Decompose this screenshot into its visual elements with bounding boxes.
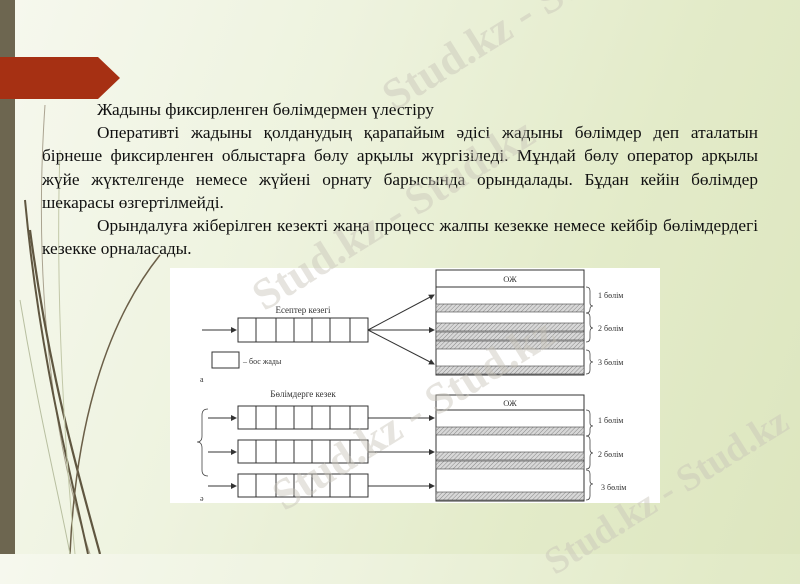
free-memory-legend-label: – бос жады (242, 357, 282, 366)
paragraph-1: Оперативті жадыны қолданудың қарапайым ә… (42, 123, 758, 212)
memory-partition-diagram: Есептер кезегі – бос жады а ОЖ 1 бөлім 2… (170, 268, 660, 503)
part-b-marker: ә (200, 494, 204, 503)
paragraph-2: Орындалуға жіберілген кезекті жаңа проце… (42, 216, 758, 259)
free-memory-legend-box (211, 351, 240, 369)
slide-title: Жадыны фиксирленген бөлімдермен үлестіру (97, 100, 434, 119)
slide-text: Жадыны фиксирленген бөлімдермен үлестіру… (42, 98, 758, 260)
part-a-partition-1: 1 бөлім (598, 291, 623, 300)
part-b-queue-label: Бөлімдерге кезек (270, 389, 336, 399)
part-b-brace (196, 408, 209, 477)
left-decor-strip (0, 0, 15, 554)
part-b-memory (435, 394, 594, 502)
part-a-memory-header: ОЖ (503, 274, 517, 284)
part-b-partition-3: 3 бөлім (601, 483, 626, 492)
part-a-partition-2: 2 бөлім (598, 324, 623, 333)
part-b-partition-2: 2 бөлім (598, 450, 623, 459)
part-a-partition-3: 3 бөлім (598, 358, 623, 367)
part-a-marker: а (200, 375, 204, 384)
part-a-memory (435, 269, 594, 376)
part-b-memory-header: ОЖ (503, 398, 517, 408)
title-banner-arrow (0, 57, 120, 99)
part-b-queues (208, 405, 435, 498)
part-a-queue (202, 294, 435, 365)
part-a-queue-label: Есептер кезегі (275, 305, 331, 315)
part-b-partition-1: 1 бөлім (598, 416, 623, 425)
